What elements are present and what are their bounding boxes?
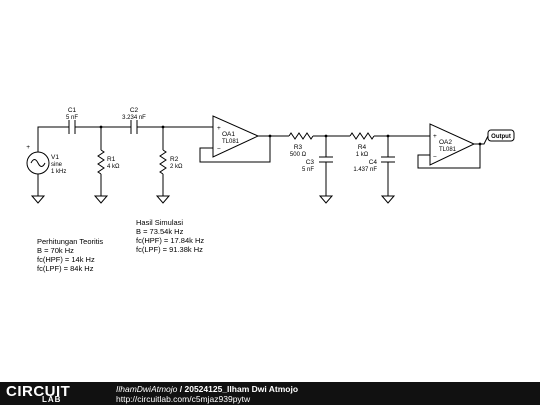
r2-name: R2 <box>170 156 179 163</box>
c4-name: C4 <box>369 159 378 166</box>
r4-name: R4 <box>358 144 367 151</box>
note-teoritis: Perhitungan Teoritis B = 70k Hz fc(HPF) … <box>37 237 103 273</box>
ground-icon <box>380 195 396 204</box>
teoritis-title: Perhitungan Teoritis <box>37 237 103 246</box>
r4-value: 1 kΩ <box>356 152 369 158</box>
footer-credit: IlhamDwiAtmojo / 20524125_Ilham Dwi Atmo… <box>116 384 298 394</box>
circuit-url[interactable]: http://circuitlab.com/c5mjaz939pytw <box>116 394 251 404</box>
circuit-title: 20524125_Ilham Dwi Atmojo <box>184 384 299 394</box>
oa1-model: TL081 <box>222 139 240 145</box>
c1-value: 5 nF <box>66 115 78 121</box>
output-label: Output <box>487 129 515 142</box>
c3-capacitor: C3 5 nF <box>302 156 333 173</box>
r4-resistor: R4 1 kΩ <box>349 132 375 158</box>
circuitlab-logo-sub: LAB <box>42 395 62 404</box>
c2-value: 3.234 nF <box>122 115 146 121</box>
wires <box>37 126 489 196</box>
oa1-minus: − <box>217 146 221 153</box>
c4-capacitor: C4 1.437 nF <box>353 156 395 173</box>
r3-resistor: R3 500 Ω <box>288 132 314 158</box>
ground-icon <box>318 195 334 204</box>
oa2-plus: + <box>433 133 437 140</box>
teoritis-b: B = 70k Hz <box>37 246 74 255</box>
r2-value: 2 kΩ <box>170 164 183 170</box>
c3-value: 5 nF <box>302 167 314 173</box>
teoritis-hpf: fc(HPF) = 14k Hz <box>37 255 95 264</box>
junctions <box>99 125 482 146</box>
c1-capacitor: C1 5 nF <box>66 107 78 134</box>
c1-name: C1 <box>68 107 77 114</box>
output-text: Output <box>491 134 511 140</box>
oa2-model: TL081 <box>439 147 457 153</box>
c3-name: C3 <box>306 159 315 166</box>
author-link[interactable]: IlhamDwiAtmojo <box>116 384 178 394</box>
oa1-plus: + <box>217 125 221 132</box>
simulasi-hpf: fc(HPF) = 17.84k Hz <box>136 236 204 245</box>
note-simulasi: Hasil Simulasi B = 73.54k Hz fc(HPF) = 1… <box>136 218 204 254</box>
oa2-opamp: + − OA2 TL081 <box>429 123 476 166</box>
ground-icon <box>155 195 171 204</box>
c4-value: 1.437 nF <box>353 167 377 173</box>
ground-icon <box>30 195 46 204</box>
simulasi-title: Hasil Simulasi <box>136 218 183 227</box>
r3-name: R3 <box>294 144 303 151</box>
oa1-name: OA1 <box>222 131 235 138</box>
c2-name: C2 <box>130 107 139 114</box>
oa2-minus: − <box>433 154 437 161</box>
v1-name: V1 <box>51 154 59 161</box>
circuit-schematic: + V1 sine 1 kHz C1 5 nF C2 3.234 nF R1 4… <box>26 107 515 273</box>
oa1-opamp: + − OA1 TL081 <box>212 115 260 158</box>
r2-resistor: R2 2 kΩ <box>159 149 183 175</box>
circuitlab-logo[interactable]: CIRCUIT <box>6 383 71 400</box>
simulasi-lpf: fc(LPF) = 91.38k Hz <box>136 245 203 254</box>
r1-resistor: R1 4 kΩ <box>97 149 120 175</box>
v1-type: sine <box>51 162 63 168</box>
r3-value: 500 Ω <box>290 152 307 158</box>
oa2-name: OA2 <box>439 139 452 146</box>
credit-separator: / <box>177 384 185 394</box>
simulasi-b: B = 73.54k Hz <box>136 227 184 236</box>
v1-freq: 1 kHz <box>51 169 66 175</box>
footer-bar: CIRCUIT LAB IlhamDwiAtmojo / 20524125_Il… <box>0 382 540 405</box>
ground-symbols <box>30 195 396 204</box>
v1-plus: + <box>26 144 30 151</box>
v1-source: + V1 sine 1 kHz <box>26 144 66 175</box>
c2-capacitor: C2 3.234 nF <box>122 107 146 134</box>
ground-icon <box>93 195 109 204</box>
r1-name: R1 <box>107 156 116 163</box>
r1-value: 4 kΩ <box>107 164 120 170</box>
teoritis-lpf: fc(LPF) = 84k Hz <box>37 264 94 273</box>
